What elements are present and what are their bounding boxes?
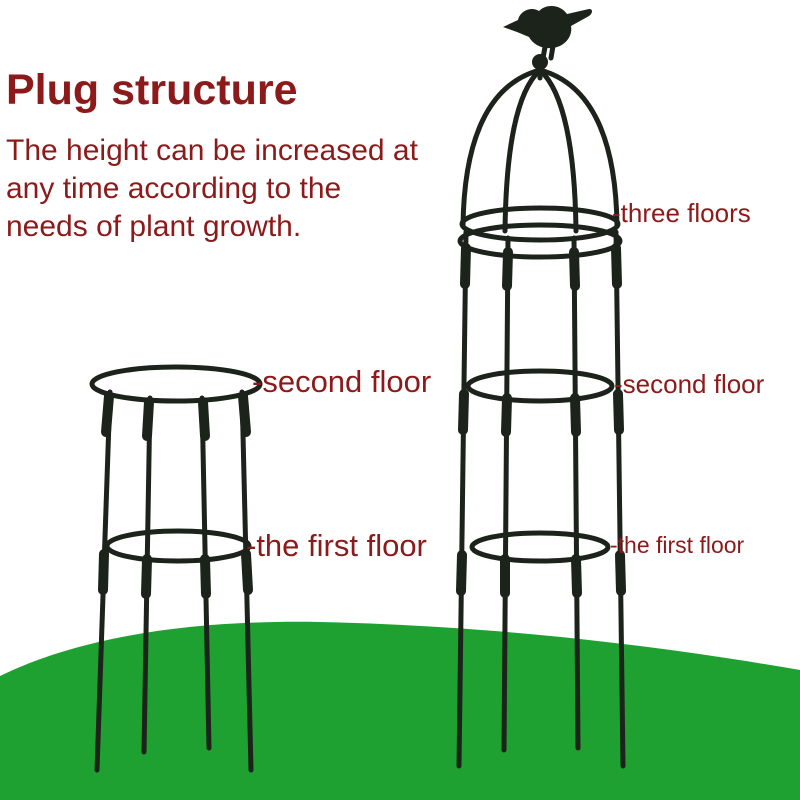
label-left-first-floor: -the first floor: [246, 528, 427, 563]
grass-mound: [0, 621, 800, 800]
description-text: The height can be increased at any time …: [6, 134, 418, 243]
label-right-second-floor: -second floor: [614, 369, 765, 399]
tall-trellis-illustration: [456, 5, 626, 769]
label-right-first-floor: -the first floor: [610, 532, 745, 558]
label-right-three-floors: -three floors: [612, 198, 751, 228]
small-trellis-illustration: [89, 364, 263, 773]
bird-finial-icon: [503, 5, 592, 61]
label-left-second-floor: -second floor: [252, 364, 432, 399]
page-title: Plug structure: [6, 66, 298, 114]
